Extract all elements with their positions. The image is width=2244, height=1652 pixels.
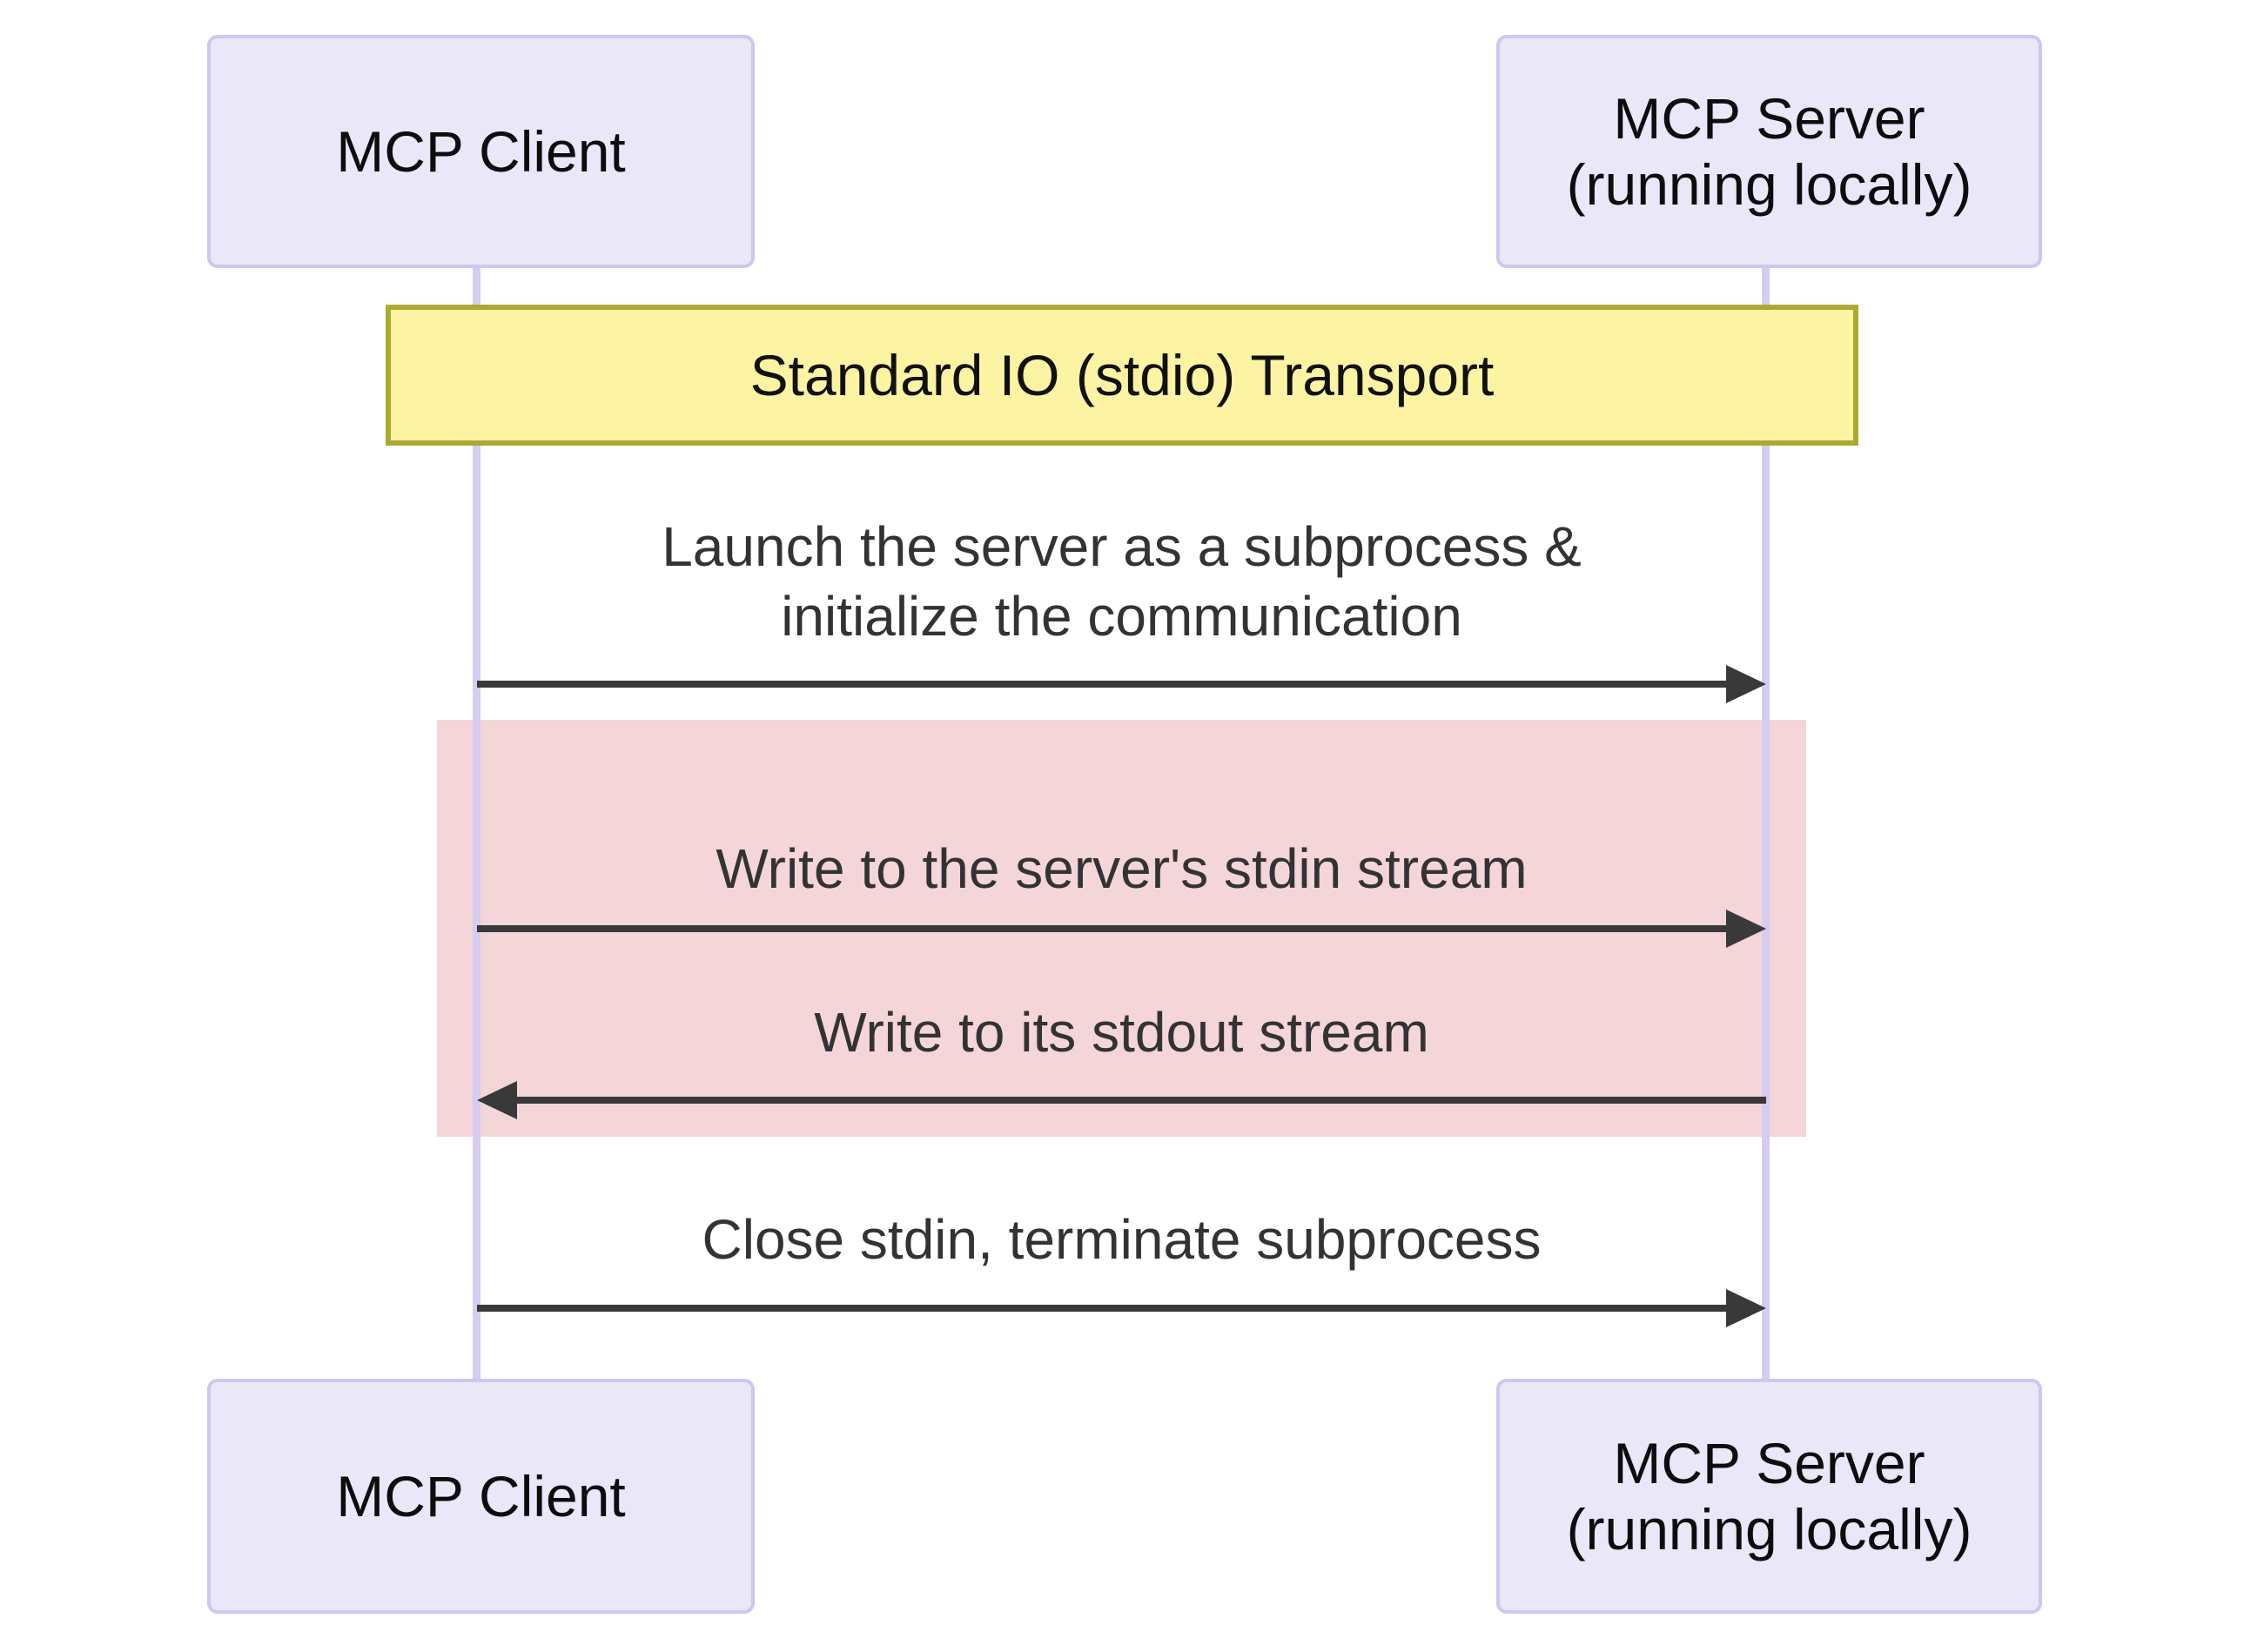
message-label-launch-subprocess: Launch the server as a subprocess & init… [662, 515, 1582, 648]
lifeline-server [1762, 268, 1770, 1380]
actor-label-client-top: MCP Client [336, 119, 626, 184]
message-arrow-line-write-stdin [477, 925, 1726, 932]
arrowhead-left-icon [477, 1081, 517, 1119]
message-label-close-stdin: Close stdin, terminate subprocess [702, 1208, 1542, 1271]
actor-box-server-bottom: MCP Server (running locally) [1496, 1379, 2042, 1614]
actor-box-server-top: MCP Server (running locally) [1496, 35, 2042, 268]
message-arrow-line-launch-subprocess [477, 681, 1726, 688]
arrowhead-right-icon [1726, 910, 1766, 948]
message-label-write-stdout: Write to its stdout stream [814, 1001, 1429, 1064]
actor-label-client-bottom: MCP Client [336, 1464, 626, 1528]
arrowhead-right-icon [1726, 1289, 1766, 1327]
actor-label-server-top: MCP Server (running locally) [1566, 86, 1972, 217]
message-arrow-line-write-stdout [517, 1097, 1766, 1104]
arrowhead-right-icon [1726, 665, 1766, 703]
note-stdio-transport: Standard IO (stdio) Transport [386, 305, 1858, 446]
lifeline-client [473, 268, 480, 1380]
message-arrow-line-close-stdin [477, 1305, 1726, 1312]
message-label-write-stdin: Write to the server's stdin stream [716, 837, 1528, 900]
actor-box-client-top: MCP Client [207, 35, 755, 268]
actor-label-server-bottom: MCP Server (running locally) [1566, 1431, 1972, 1561]
note-label: Standard IO (stdio) Transport [749, 343, 1495, 407]
actor-box-client-bottom: MCP Client [207, 1379, 755, 1614]
